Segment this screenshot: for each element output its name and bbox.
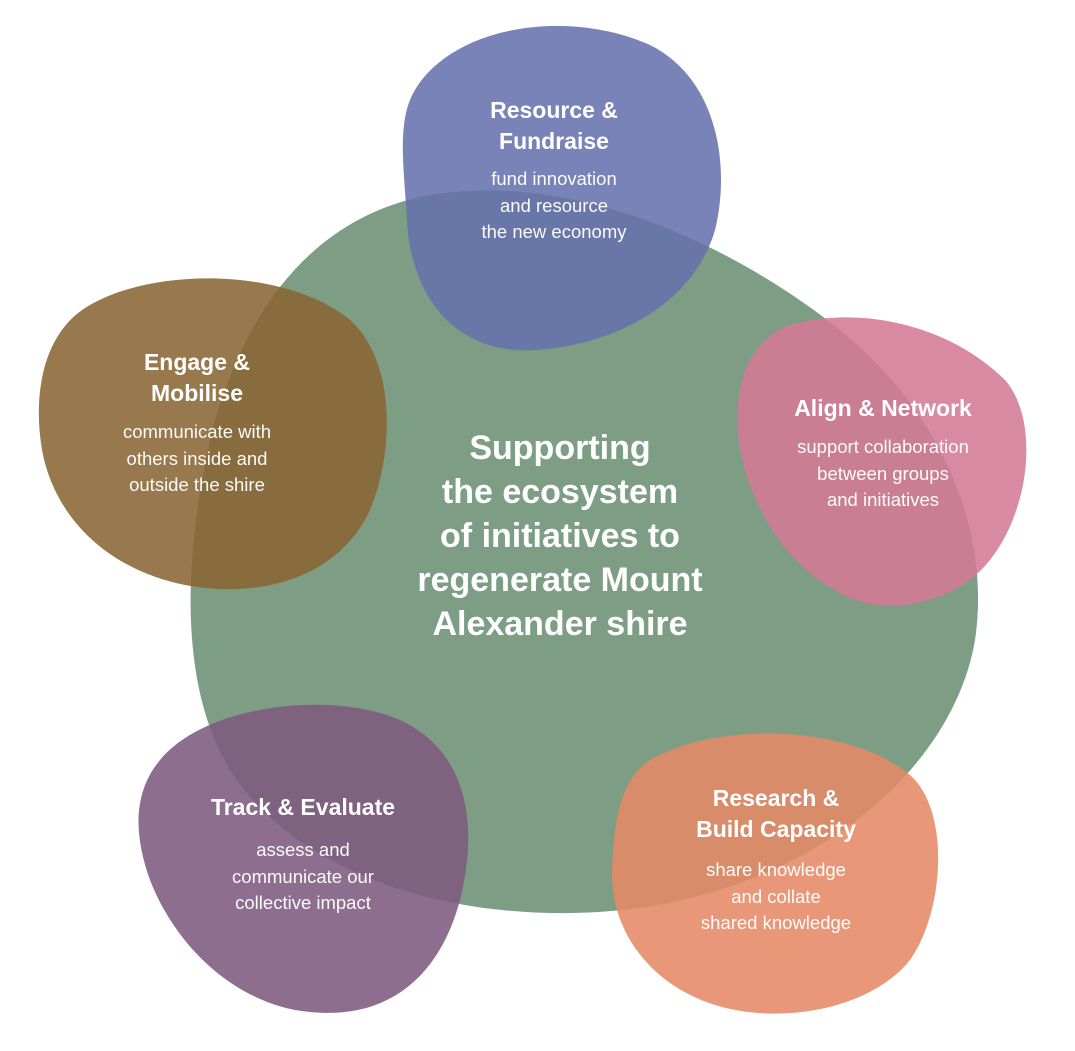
align-network-blob — [737, 317, 1027, 606]
petal-title: Track & Evaluate — [210, 794, 396, 820]
research-capacity-blob — [611, 733, 939, 1014]
petal-description: share knowledge and collate shared knowl… — [700, 859, 852, 933]
petal-align-network: Align & Network support collaboration be… — [753, 393, 1013, 514]
petal-resource-fundraise: Resource & Fundraise fund innovation and… — [414, 95, 694, 246]
resource-fundraise-blob — [402, 25, 722, 351]
petal-title: Engage & Mobilise — [143, 349, 251, 406]
petal-research-capacity: Research & Build Capacity share knowledg… — [643, 783, 909, 937]
engage-mobilise-blob — [38, 278, 387, 590]
track-evaluate-blob — [138, 704, 469, 1013]
petal-title: Research & Build Capacity — [696, 785, 856, 842]
petal-engage-mobilise: Engage & Mobilise communicate with other… — [62, 347, 332, 499]
center-title: Supporting the ecosystem of initiatives … — [417, 429, 703, 643]
petal-description: communicate with others inside and outsi… — [122, 421, 272, 495]
petal-description: fund innovation and resource the new eco… — [481, 168, 627, 242]
petal-track-evaluate: Track & Evaluate assess and communicate … — [168, 792, 438, 917]
petal-title: Align & Network — [794, 395, 972, 421]
petal-description: assess and communicate our collective im… — [232, 839, 374, 913]
petal-description: support collaboration between groups and… — [797, 436, 969, 510]
petal-title: Resource & Fundraise — [490, 97, 618, 154]
